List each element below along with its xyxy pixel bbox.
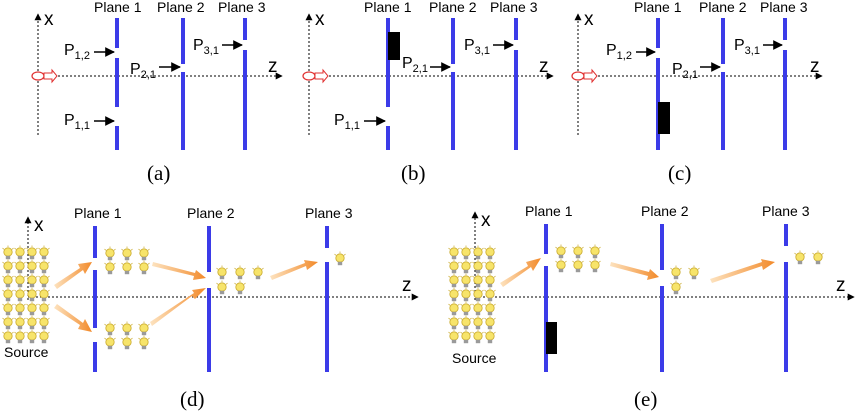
transmitted-bulbs-plane1-bottom	[104, 321, 150, 350]
z-axis-label: z	[268, 56, 278, 77]
transmitted-bulbs-plane1	[555, 244, 601, 273]
pinhole-label-p31: P3,1	[464, 37, 514, 57]
source-bulb-array	[2, 245, 50, 344]
pinhole-label-p21: P2,1	[402, 55, 451, 75]
svg-text:P1,1: P1,1	[64, 112, 90, 132]
svg-text:P2,1: P2,1	[130, 61, 156, 81]
panel-b: x z Plane 1 Plane 2 Plane 3 P2,1 P3,1	[302, 0, 554, 185]
transmitted-bulbs-plane3	[794, 250, 824, 265]
plane-1-label: Plane 1	[525, 203, 573, 219]
x-axis-label: x	[34, 215, 44, 236]
panel-e: x z Plane 1 Plane 2 Plane 3 Source	[448, 203, 855, 411]
source-emitter-icon	[302, 68, 329, 84]
plane-1-label: Plane 1	[364, 0, 412, 15]
x-axis-label: x	[584, 9, 594, 30]
z-axis-label: z	[810, 56, 820, 77]
pinhole-label-p21: P2,1	[672, 61, 721, 81]
plane-1-label: Plane 1	[634, 0, 682, 15]
svg-text:P2,1: P2,1	[672, 61, 698, 81]
blocker-block	[388, 32, 400, 60]
pinhole-label-p21: P2,1	[130, 61, 181, 81]
panel-c: x z Plane 1 Plane 2 Plane 3 P1,2 P2,1	[571, 0, 823, 185]
transmitted-bulbs-plane1-top	[104, 246, 150, 275]
z-axis-label: z	[402, 275, 412, 296]
svg-text:P1,2: P1,2	[606, 42, 632, 62]
pinhole-label-p31: P3,1	[193, 37, 243, 57]
caption-c: (c)	[668, 161, 691, 185]
svg-text:P2,1: P2,1	[402, 55, 428, 75]
beam-arrows	[54, 260, 318, 332]
source-label: Source	[4, 344, 49, 360]
plane-3-label: Plane 3	[762, 203, 810, 219]
plane-2-label: Plane 2	[187, 205, 235, 221]
pinhole-label-p31: P3,1	[734, 37, 783, 57]
plane-1-label: Plane 1	[94, 0, 142, 15]
caption-e: (e)	[634, 387, 657, 411]
plane-2-label: Plane 2	[429, 0, 477, 15]
z-axis-label: z	[539, 56, 549, 77]
pinhole-label-p11: P1,1	[64, 112, 115, 132]
caption-b: (b)	[401, 161, 426, 185]
transmitted-bulbs-plane2	[670, 265, 700, 295]
source-label: Source	[452, 350, 497, 366]
plane-3-label: Plane 3	[218, 0, 266, 15]
transmitted-bulbs-plane3	[334, 251, 346, 266]
pinhole-label-p12: P1,2	[606, 42, 656, 62]
plane-3-label: Plane 3	[490, 0, 538, 15]
svg-text:P3,1: P3,1	[193, 37, 219, 57]
source-emitter-icon	[571, 68, 598, 84]
source-emitter-icon	[31, 68, 58, 84]
blocker-block	[658, 102, 670, 134]
plane-2-label: Plane 2	[699, 0, 747, 15]
plane-2-label: Plane 2	[641, 203, 689, 219]
caption-d: (d)	[180, 387, 205, 411]
transmitted-bulbs-plane2	[216, 265, 264, 295]
blocker-block	[546, 322, 557, 354]
plane-3-label: Plane 3	[760, 0, 808, 15]
x-axis-label: x	[44, 9, 54, 30]
x-axis-label: x	[481, 210, 491, 231]
plane-1-label: Plane 1	[74, 205, 122, 221]
panel-a: x z Plane 1 Plane 2 Plane 3 P1,2 P2,1	[31, 0, 283, 185]
svg-text:P3,1: P3,1	[734, 37, 760, 57]
pinhole-label-p11: P1,1	[334, 112, 386, 132]
beam-arrows	[500, 258, 775, 287]
plane-3-label: Plane 3	[305, 205, 353, 221]
plane-2-label: Plane 2	[157, 0, 205, 15]
svg-text:P3,1: P3,1	[464, 37, 490, 57]
x-axis-label: x	[315, 9, 325, 30]
svg-text:P1,2: P1,2	[64, 42, 90, 62]
svg-text:P1,1: P1,1	[334, 112, 360, 132]
pinhole-label-p12: P1,2	[64, 42, 115, 62]
source-bulb-array	[448, 245, 496, 344]
z-axis-label: z	[836, 275, 846, 296]
caption-a: (a)	[147, 161, 170, 185]
panel-d: x z Plane 1 Plane 2 Plane 3 Source	[2, 205, 419, 411]
